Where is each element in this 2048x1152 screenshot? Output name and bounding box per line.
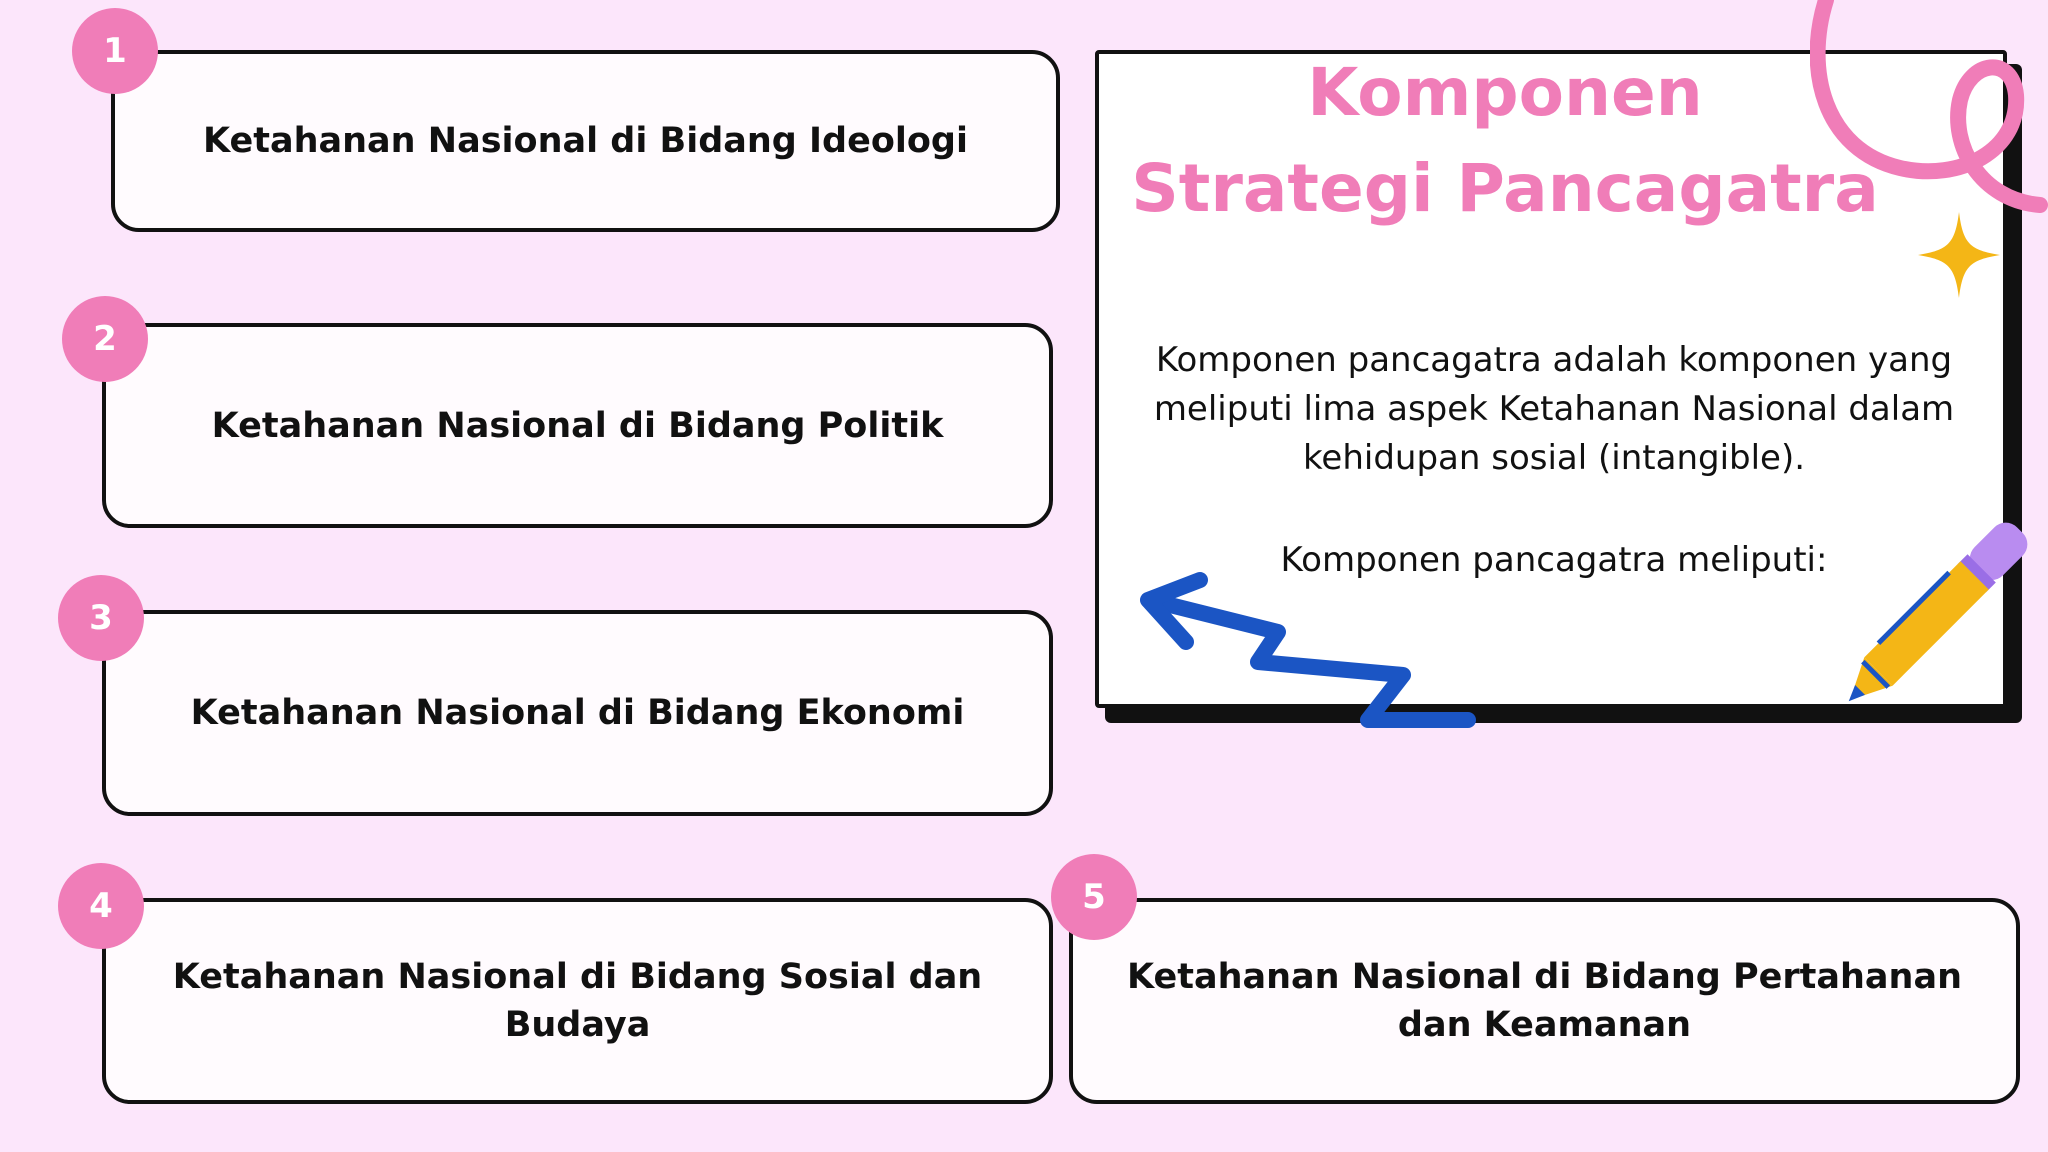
item-label-1: Ketahanan Nasional di Bidang Ideologi: [203, 121, 968, 161]
panel-title: Komponen Strategi Pancagatra: [1120, 45, 1890, 237]
zigzag-arrow-icon: [1140, 572, 1476, 728]
item-number-badge-4: 4: [58, 863, 144, 949]
panel-title-line1: Komponen: [1307, 54, 1703, 131]
panel-title-line2: Strategi Pancagatra: [1131, 150, 1879, 227]
item-number-badge-1: 1: [72, 8, 158, 94]
item-card-3: Ketahanan Nasional di Bidang Ekonomi: [102, 610, 1053, 816]
panel-description: Komponen pancagatra adalah komponen yang…: [1153, 340, 1955, 478]
item-number-badge-2: 2: [62, 296, 148, 382]
curl-squiggle-icon: [1810, 0, 2048, 213]
info-panel: [1095, 50, 2007, 708]
item-card-1: Ketahanan Nasional di Bidang Ideologi: [111, 50, 1060, 232]
item-label-2: Ketahanan Nasional di Bidang Politik: [211, 405, 944, 446]
panel-subheading: Komponen pancagatra meliputi:: [1280, 540, 1828, 580]
pen-icon: [1848, 522, 2028, 702]
item-number-badge-3: 3: [58, 575, 144, 661]
sparkle-star-icon: [1918, 212, 2000, 298]
item-label-5: Ketahanan Nasional di Bidang Pertahanan …: [1127, 957, 1962, 1045]
item-label-4: Ketahanan Nasional di Bidang Sosial dan …: [172, 957, 983, 1045]
item-card-4: Ketahanan Nasional di Bidang Sosial dan …: [102, 898, 1053, 1104]
item-number-badge-5: 5: [1051, 854, 1137, 940]
item-label-3: Ketahanan Nasional di Bidang Ekonomi: [190, 693, 965, 733]
item-card-5: Ketahanan Nasional di Bidang Pertahanan …: [1069, 898, 2020, 1104]
item-card-2: Ketahanan Nasional di Bidang Politik: [102, 323, 1053, 528]
